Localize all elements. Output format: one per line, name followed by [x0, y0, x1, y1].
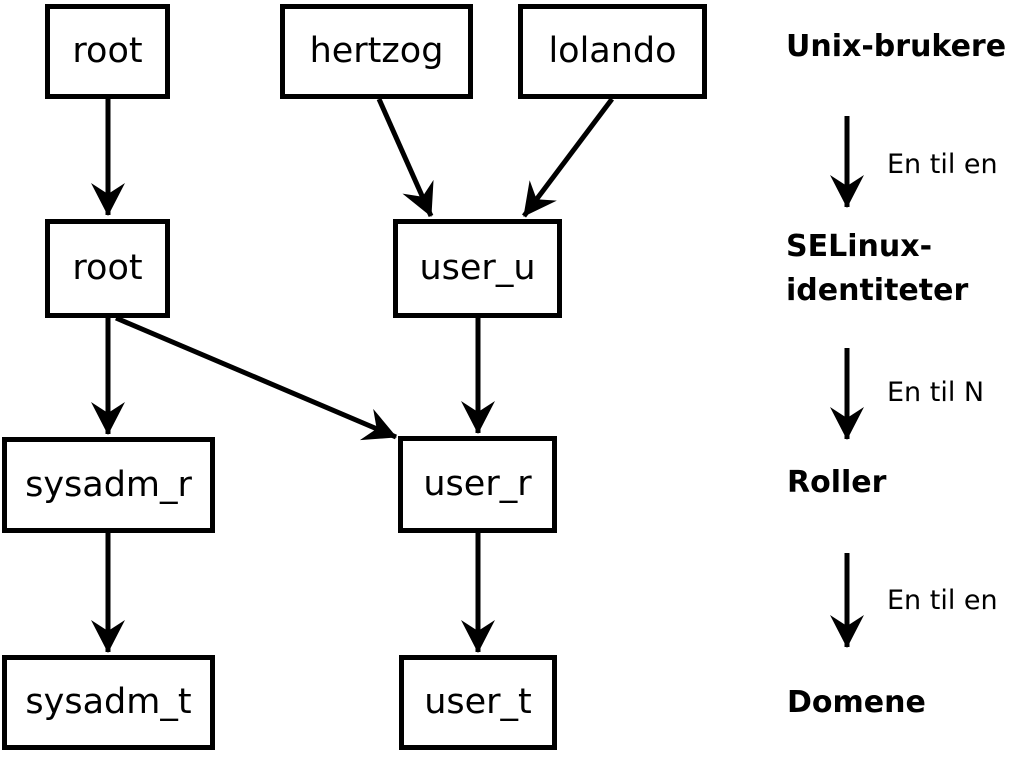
- node-label: user_t: [424, 682, 532, 722]
- legend-level-unix-users: Unix-brukere: [786, 29, 1007, 64]
- node-label: sysadm_r: [25, 464, 192, 505]
- legend-level-domains: Domene: [787, 685, 926, 720]
- node-label: root: [72, 248, 143, 288]
- node-domain-user-t: user_t: [399, 655, 557, 750]
- node-unix-user-hertzog: hertzog: [280, 4, 473, 99]
- node-unix-user-root: root: [45, 4, 170, 99]
- node-selinux-identity-user-u: user_u: [393, 219, 562, 318]
- node-label: sysadm_t: [25, 682, 192, 722]
- node-selinux-identity-root: root: [45, 219, 170, 318]
- node-label: user_r: [423, 464, 532, 504]
- node-role-user-r: user_r: [398, 436, 557, 533]
- node-label: hertzog: [309, 31, 444, 71]
- legend-level-selinux-identities: SELinux- identiteter: [786, 225, 968, 313]
- legend-level-selinux-identities-line1: SELinux-: [786, 229, 933, 264]
- node-role-sysadm-r: sysadm_r: [2, 437, 215, 533]
- node-label: user_u: [419, 248, 536, 288]
- legend-level-selinux-identities-line2: identiteter: [786, 273, 969, 308]
- arrow-lolando-to-useru: [522, 97, 614, 218]
- arrow-selinuxroot-to-userr: [115, 315, 397, 441]
- legend-mapping-identities-to-roles: En til N: [887, 377, 985, 408]
- node-label: root: [72, 31, 143, 71]
- legend-mapping-roles-to-domains: En til en: [887, 585, 998, 616]
- node-domain-sysadm-t: sysadm_t: [2, 655, 215, 750]
- node-unix-user-lolando: lolando: [518, 4, 707, 99]
- arrow-hertzog-to-useru: [376, 97, 434, 218]
- legend-mapping-users-to-identities: En til en: [887, 149, 998, 180]
- node-label: lolando: [548, 31, 677, 71]
- legend-level-roles: Roller: [787, 465, 887, 500]
